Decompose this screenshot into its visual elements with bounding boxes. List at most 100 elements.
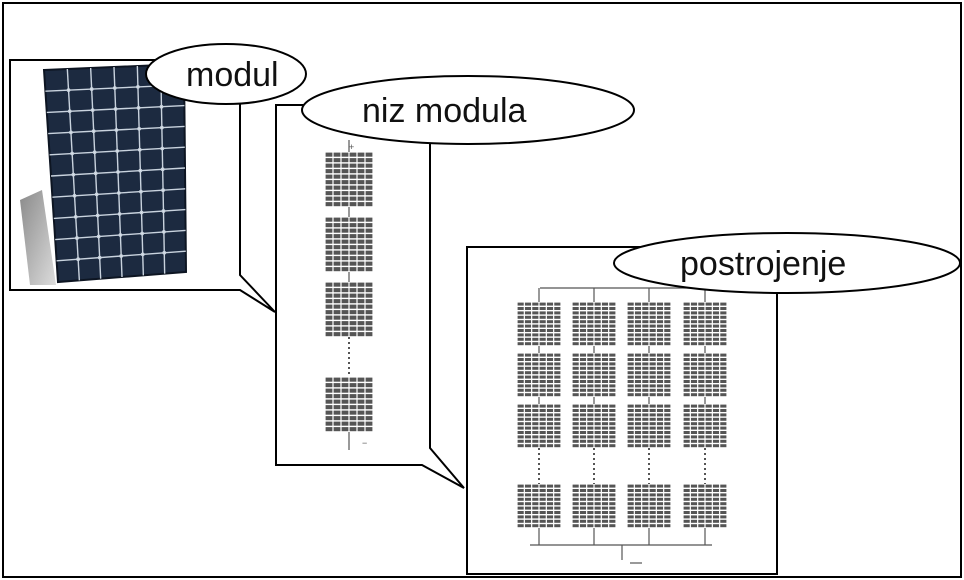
module-symbol-cell xyxy=(546,388,554,392)
module-symbol-cell xyxy=(349,405,357,410)
module-symbol-cell xyxy=(554,342,561,346)
module-symbol-cell xyxy=(698,366,705,370)
module-symbol-cell xyxy=(627,342,634,346)
module-symbol-cell xyxy=(349,261,357,266)
module-symbol-cell xyxy=(325,282,333,287)
module-symbol-cell xyxy=(601,315,609,319)
module-symbol-cell xyxy=(609,515,616,519)
module-symbol-cell xyxy=(627,375,634,379)
panel-cell-corner xyxy=(162,250,167,255)
module-symbol-cell xyxy=(341,416,349,421)
module-symbol-cell xyxy=(683,524,690,528)
module-symbol-cell xyxy=(579,444,587,448)
module-symbol-cell xyxy=(546,384,554,388)
module-symbol-cell xyxy=(698,506,705,510)
module-symbol-cell xyxy=(341,410,349,415)
module-symbol-cell xyxy=(333,217,341,222)
module-symbol-cell xyxy=(642,384,649,388)
module-symbol-cell xyxy=(627,393,634,397)
module-symbol-cell xyxy=(333,234,341,239)
module-symbol-cell xyxy=(333,416,341,421)
module-symbol-cell xyxy=(539,366,546,370)
module-symbol-cell xyxy=(712,315,720,319)
module-symbol-cell xyxy=(546,489,554,492)
module-symbol-cell xyxy=(517,524,524,528)
panel-cell-corner xyxy=(140,252,145,257)
module-symbol-cell xyxy=(683,366,690,370)
module-symbol-cell xyxy=(664,320,671,324)
string-label-bubble xyxy=(301,75,635,145)
module-symbol-cell xyxy=(594,311,601,315)
panel-cell-corner xyxy=(136,85,140,89)
module-symbol-cell xyxy=(517,413,524,417)
module-symbol-cell xyxy=(357,202,365,207)
module-symbol-cell xyxy=(627,515,634,519)
module-symbol-cell xyxy=(664,337,671,341)
module-symbol-cell xyxy=(649,422,656,426)
module-symbol-cell xyxy=(341,304,349,309)
module-symbol-cell xyxy=(634,353,642,357)
module-symbol-cell xyxy=(579,435,587,439)
module-symbol-frame xyxy=(517,353,561,397)
module-symbol-cell xyxy=(594,337,601,341)
module-symbol-cell xyxy=(601,426,609,430)
module-symbol-cell xyxy=(524,329,532,332)
module-symbol-cell xyxy=(720,506,727,510)
module-symbol-cell xyxy=(532,439,539,443)
module-symbol-cell xyxy=(587,497,594,501)
module-symbol-cell xyxy=(690,502,698,506)
module-symbol-cell xyxy=(690,324,698,328)
module-symbol-cell xyxy=(517,409,524,412)
module-symbol-cell xyxy=(698,422,705,426)
module-symbol-cell xyxy=(587,329,594,332)
module-symbol-cell xyxy=(333,223,341,228)
module-symbol-cell xyxy=(517,489,524,492)
module-symbol-cell xyxy=(683,358,690,361)
module-symbol-cell xyxy=(594,493,601,497)
module-symbol-cell xyxy=(517,444,524,448)
module-symbol-cell xyxy=(690,511,698,514)
module-symbol-cell xyxy=(524,497,532,501)
module-symbol-cell xyxy=(690,366,698,370)
module-symbol-cell xyxy=(341,158,349,163)
panel-cell-corner xyxy=(75,236,79,240)
module-symbol-cell xyxy=(601,435,609,439)
module-symbol-cell xyxy=(341,185,349,190)
module-symbol-cell xyxy=(712,388,720,392)
module-symbol-cell xyxy=(634,329,642,332)
module-symbol-cell xyxy=(690,515,698,519)
module-symbol-cell xyxy=(333,152,341,157)
module-symbol-cell xyxy=(333,267,341,272)
module-symbol-cell xyxy=(712,333,720,337)
module-symbol-cell xyxy=(601,342,609,346)
module-symbol-cell xyxy=(705,358,712,361)
module-symbol-cell xyxy=(698,426,705,430)
module-symbol-cell xyxy=(690,384,698,388)
module-symbol-cell xyxy=(546,375,554,379)
module-symbol-cell xyxy=(532,484,539,488)
module-symbol-cell xyxy=(524,413,532,417)
module-symbol-cell xyxy=(572,353,579,357)
panel-cell-corner xyxy=(161,209,166,213)
module-symbol-cell xyxy=(705,311,712,315)
module-symbol-cell xyxy=(587,484,594,488)
module-symbol-cell xyxy=(720,329,727,332)
module-symbol-cell xyxy=(601,417,609,421)
module-symbol-cell xyxy=(539,315,546,319)
module-symbol-cell xyxy=(349,377,357,382)
module-symbol-cell xyxy=(683,384,690,388)
module-symbol-cell xyxy=(524,506,532,510)
module-symbol-cell xyxy=(341,245,349,250)
module-symbol-cell xyxy=(642,431,649,434)
module-symbol-cell xyxy=(642,375,649,379)
module-symbol-cell xyxy=(532,353,539,357)
module-symbol-cell xyxy=(683,311,690,315)
module-symbol-cell xyxy=(357,185,365,190)
module-symbol-cell xyxy=(664,353,671,357)
module-symbol-cell xyxy=(656,302,664,306)
module-symbol-cell xyxy=(341,191,349,196)
module-symbol-cell xyxy=(517,358,524,361)
module-symbol-cell xyxy=(664,404,671,408)
module-symbol-cell xyxy=(601,375,609,379)
